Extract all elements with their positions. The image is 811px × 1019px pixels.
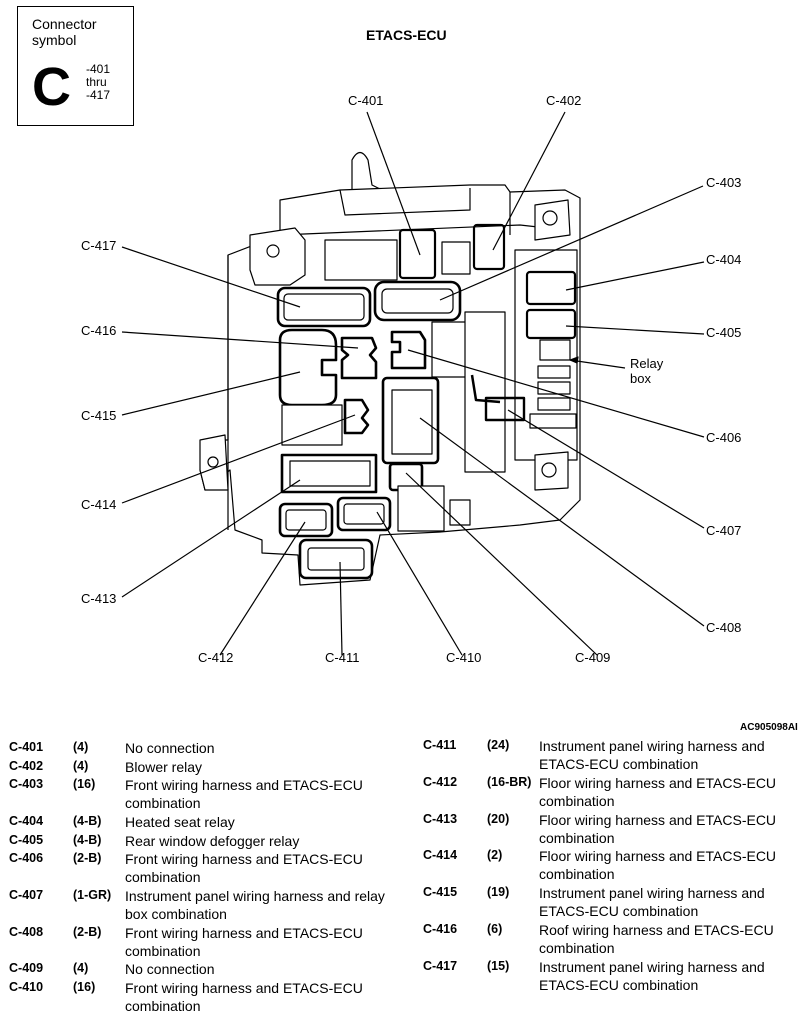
legend-pins: (1-GR) <box>73 888 112 902</box>
callout-c-406: C-406 <box>706 430 742 445</box>
callout-c-403: C-403 <box>706 175 742 190</box>
range-start: -401 <box>86 62 111 76</box>
legend-code: C-403 <box>9 777 44 791</box>
callout-c-409: C-409 <box>575 650 611 665</box>
relay-label-line-2: box <box>630 371 651 386</box>
legend-pins: (16) <box>73 777 96 791</box>
legend-desc: Front wiring harness and ETACS-ECU combi… <box>125 925 363 959</box>
legend-pins: (4-B) <box>73 833 102 847</box>
range-thru: thru <box>86 75 107 89</box>
callout-c-412: C-412 <box>198 650 234 665</box>
legend-pins: (2-B) <box>73 925 102 939</box>
callout-relay-box: Relay box <box>630 356 663 386</box>
figure-code: AC905098AI <box>740 722 798 733</box>
legend-desc: No connection <box>125 961 215 977</box>
legend-pins: (2-B) <box>73 851 102 865</box>
legend-desc: Instrument panel wiring harness and rela… <box>125 888 385 922</box>
legend-pins: (19) <box>487 885 510 899</box>
legend-desc: Instrument panel wiring harness and ETAC… <box>539 959 765 993</box>
legend-pins: (6) <box>487 922 503 936</box>
callout-c-402: C-402 <box>546 93 582 108</box>
legend-desc: Instrument panel wiring harness and ETAC… <box>539 885 765 919</box>
legend-desc: Front wiring harness and ETACS-ECU combi… <box>125 777 363 811</box>
legend-pins: (24) <box>487 738 510 752</box>
callout-c-414: C-414 <box>81 497 117 512</box>
legend-code: C-409 <box>9 961 44 975</box>
legend-code: C-401 <box>9 740 44 754</box>
etacs-ecu-drawing <box>121 111 705 656</box>
callout-c-407: C-407 <box>706 523 742 538</box>
legend-code: C-408 <box>9 925 44 939</box>
legend-desc: Front wiring harness and ETACS-ECU combi… <box>125 851 363 885</box>
legend-code: C-412 <box>423 775 458 789</box>
legend-code: C-404 <box>9 814 44 828</box>
legend-pins: (16-BR) <box>487 775 532 789</box>
callout-c-415: C-415 <box>81 408 117 423</box>
legend-desc: Blower relay <box>125 759 203 775</box>
connector-symbol-letter: C <box>32 57 71 117</box>
legend-code: C-415 <box>423 885 458 899</box>
legend-desc: Rear window defogger relay <box>125 833 300 849</box>
connector-range: -401 thru -417 <box>86 63 110 102</box>
legend-code: C-406 <box>9 851 44 865</box>
legend-desc: Floor wiring harness and ETACS-ECU combi… <box>539 775 777 809</box>
connector-symbol-box: Connector symbol C -401 thru -417 <box>17 6 134 126</box>
legend-code: C-405 <box>9 833 44 847</box>
legend-code: C-414 <box>423 848 458 862</box>
callout-c-401: C-401 <box>348 93 384 108</box>
diagram-title: ETACS-ECU <box>366 27 447 43</box>
caption-line-2: symbol <box>32 32 77 48</box>
legend-desc: Floor wiring harness and ETACS-ECU combi… <box>539 812 777 846</box>
legend-desc: No connection <box>125 740 215 756</box>
legend-pins: (16) <box>73 980 96 994</box>
caption-line-1: Connector <box>32 16 97 32</box>
callout-c-404: C-404 <box>706 252 742 267</box>
callout-c-408: C-408 <box>706 620 742 635</box>
legend-pins: (20) <box>487 812 510 826</box>
legend-code: C-411 <box>423 738 457 752</box>
callout-c-413: C-413 <box>81 591 117 606</box>
callout-c-416: C-416 <box>81 323 117 338</box>
callout-c-417: C-417 <box>81 238 117 253</box>
legend-pins: (2) <box>487 848 503 862</box>
legend-desc: Roof wiring harness and ETACS-ECU combin… <box>539 922 774 956</box>
legend-pins: (15) <box>487 959 510 973</box>
range-end: -417 <box>86 88 111 102</box>
legend-desc: Floor wiring harness and ETACS-ECU combi… <box>539 848 777 882</box>
callout-c-410: C-410 <box>446 650 482 665</box>
legend-code: C-413 <box>423 812 458 826</box>
relay-label-line-1: Relay <box>630 356 664 371</box>
legend-desc: Front wiring harness and ETACS-ECU combi… <box>125 980 363 1014</box>
legend-code: C-417 <box>423 959 458 973</box>
callout-c-411: C-411 <box>325 650 360 665</box>
legend-pins: (4) <box>73 740 89 754</box>
legend-code: C-402 <box>9 759 44 773</box>
legend-pins: (4-B) <box>73 814 102 828</box>
connector-symbol-caption: Connector symbol <box>32 16 97 48</box>
legend-pins: (4) <box>73 961 89 975</box>
legend-desc: Instrument panel wiring harness and ETAC… <box>539 738 765 772</box>
legend-desc: Heated seat relay <box>125 814 235 830</box>
callout-c-405: C-405 <box>706 325 742 340</box>
legend-pins: (4) <box>73 759 89 773</box>
legend-code: C-407 <box>9 888 44 902</box>
legend-code: C-416 <box>423 922 458 936</box>
legend-code: C-410 <box>9 980 44 994</box>
